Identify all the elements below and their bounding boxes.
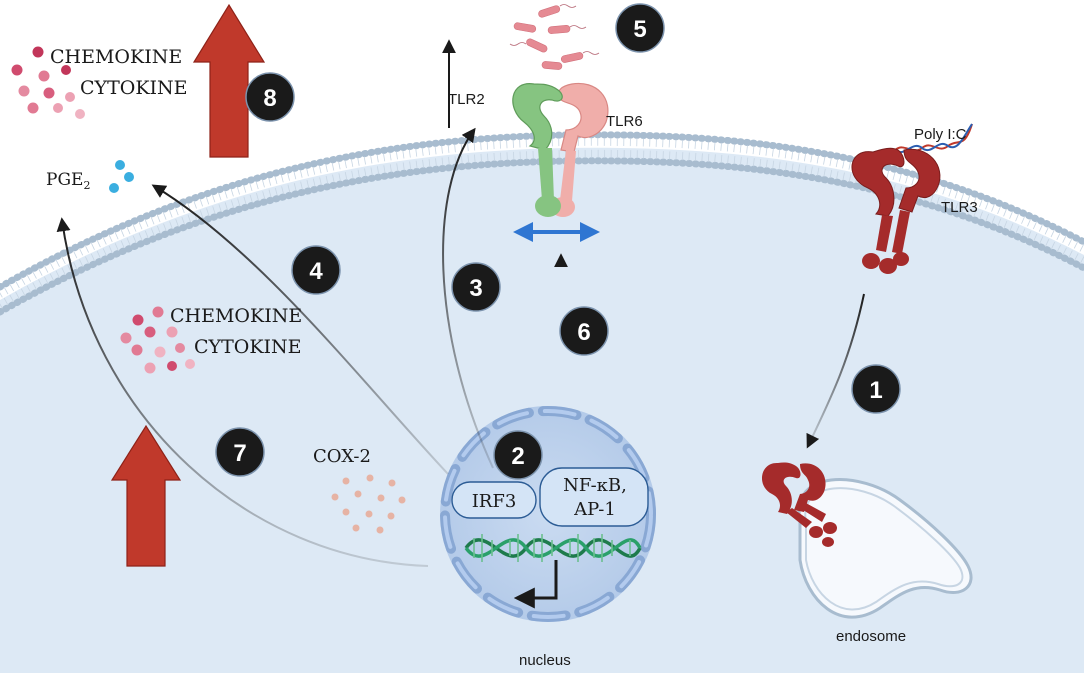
cox2-label: COX-2 <box>313 446 371 467</box>
step-badge-7: 7 <box>215 427 265 477</box>
nfkb-ap1-box <box>539 467 649 527</box>
chemokine-label-intracellular: CHEMOKINE <box>170 305 302 327</box>
upregulation-arrow-extracellular <box>192 3 266 158</box>
tlr3-label: TLR3 <box>941 199 978 216</box>
membrane-outer-leaflet <box>0 131 1084 291</box>
chemokine-label-secreted: CHEMOKINE <box>50 46 182 68</box>
arrow-tlr3-to-endosome <box>806 293 865 449</box>
arrow-nucleus-to-tlr2 <box>442 127 494 469</box>
step-badge-2: 2 <box>493 430 543 480</box>
step-badge-5-label: 5 <box>633 16 646 43</box>
transcription-arrow <box>513 560 558 609</box>
tlr3-receptor <box>851 147 941 274</box>
tlr2-label: TLR2 <box>448 91 485 108</box>
cytokine-label-intracellular: CYTOKINE <box>194 336 302 358</box>
arrow-nucleus-to-pge2 <box>151 184 449 475</box>
irf3-label: IRF3 <box>472 491 517 512</box>
step-badge-5: 5 <box>615 3 665 53</box>
step-badge-7-label: 7 <box>233 440 246 467</box>
step-badge-6-label: 6 <box>577 319 590 346</box>
pge2-dots <box>109 160 134 193</box>
cox2-dots <box>331 474 406 534</box>
nucleus-label: nucleus <box>519 652 571 669</box>
pge2-label-base: PGE <box>46 170 83 190</box>
ap1-label: AP-1 <box>573 499 616 520</box>
step-badge-3-label: 3 <box>469 275 482 302</box>
step-badge-8-label: 8 <box>263 85 276 112</box>
endosome-vesicle <box>797 478 973 619</box>
step-badge-3: 3 <box>451 262 501 312</box>
dna-helix <box>464 534 642 562</box>
cytokine-label-secreted: CYTOKINE <box>80 77 188 99</box>
step-badge-1-label: 1 <box>869 377 882 404</box>
bacteria-flagella <box>509 4 600 55</box>
step-badge-1: 1 <box>851 364 901 414</box>
poly-ic-label: Poly I:C <box>914 126 967 143</box>
tlr2-receptor <box>512 83 563 217</box>
step-badge-6: 6 <box>559 306 609 356</box>
membrane-inner-leaflet <box>0 157 1084 316</box>
step-badge-8: 8 <box>245 72 295 122</box>
nfkb-label: NF-κB, <box>563 475 627 496</box>
step-badge-4-label: 4 <box>309 258 323 285</box>
upregulation-arrow-intracellular <box>110 424 182 567</box>
irf3-box <box>451 481 537 519</box>
tlr3-internalized <box>761 462 837 547</box>
step-badge-4: 4 <box>291 245 341 295</box>
step-badge-2-label: 2 <box>511 443 524 470</box>
secreted-cytokine-dots <box>11 46 85 119</box>
tlr6-label: TLR6 <box>606 113 643 130</box>
pge2-label-subscript: 2 <box>83 179 90 192</box>
endosome-label: endosome <box>836 628 906 645</box>
arrow-nucleus-to-pge2-long <box>56 217 429 567</box>
bacteria-ligands <box>513 5 584 70</box>
intracellular-cytokine-dots <box>120 306 195 374</box>
pge2-label: PGE2 <box>46 170 90 192</box>
